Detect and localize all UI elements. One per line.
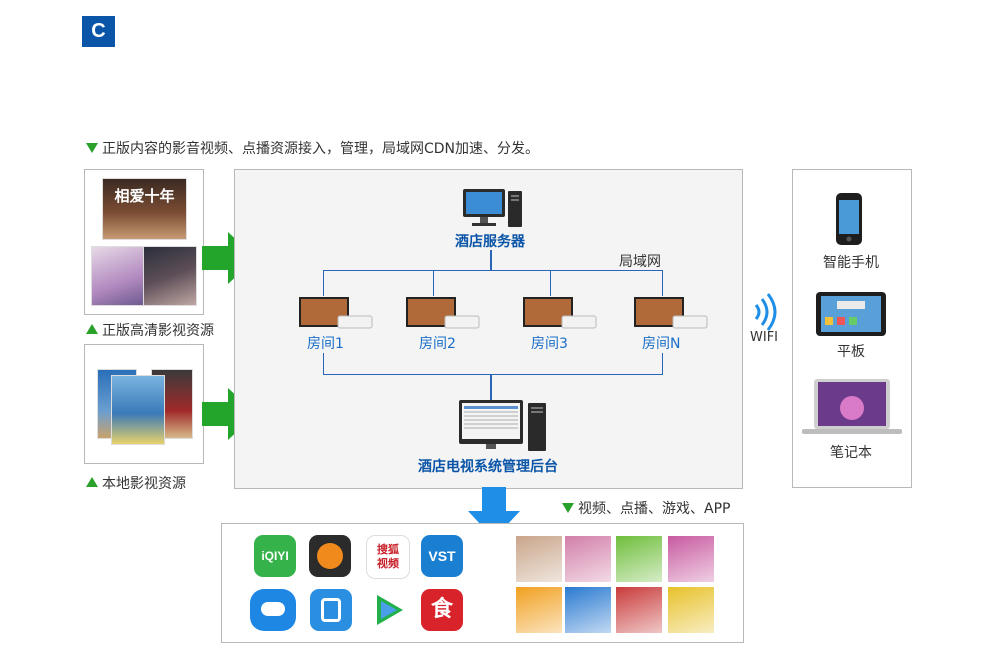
local-resources-caption: 本地影视资源 (86, 473, 186, 493)
tencent-video-app-icon (367, 589, 409, 631)
room-label: 房间1 (307, 336, 344, 352)
content-thumbnail (668, 587, 714, 633)
smile-face-icon (317, 543, 343, 569)
services-box (221, 523, 744, 643)
local-resources-box (84, 344, 204, 464)
room-label: 房间2 (419, 336, 456, 352)
backend-label: 酒店电视系统管理后台 (418, 459, 558, 475)
device-label: 智能手机 (823, 255, 879, 271)
services-text: 视频、点播、游戏、APP (578, 501, 731, 517)
hd-resources-caption: 正版高清影视资源 (86, 320, 214, 340)
top-caption: 正版内容的影音视频、点播资源接入，管理，局域网CDN加速、分发。 (86, 138, 539, 158)
top-caption-text: 正版内容的影音视频、点播资源接入，管理，局域网CDN加速、分发。 (102, 141, 540, 157)
poster-image: 相爱十年 (102, 178, 187, 240)
iqiyi-app-icon: iQIYI (254, 535, 296, 577)
wifi-label: WIFI (750, 330, 778, 345)
vst-app-icon: VST (421, 535, 463, 577)
content-thumbnail (668, 536, 714, 582)
server-label: 酒店服务器 (455, 234, 525, 250)
section-badge: C (82, 16, 115, 47)
services-caption: 视频、点播、游戏、APP (562, 498, 730, 518)
cloud-app-icon (250, 589, 296, 631)
server-computer-icon (463, 189, 522, 227)
device-label: 平板 (837, 344, 865, 360)
connector-line (323, 270, 324, 296)
content-thumbnail (516, 587, 562, 633)
smile-app-icon (309, 535, 351, 577)
poster-title: 相爱十年 (114, 187, 175, 205)
app-icon-text: iQIYI (261, 549, 289, 563)
lan-label: 局域网 (619, 254, 661, 270)
smartphone-icon (836, 193, 862, 245)
poster-image (143, 246, 197, 306)
laptop-icon (802, 379, 902, 434)
triangle-down-icon (86, 143, 98, 153)
backend-bus-line (323, 374, 663, 375)
tv-set-top-box-icon (406, 297, 480, 329)
poster-image (91, 246, 145, 306)
play-p-icon (321, 598, 341, 622)
tv-set-top-box-icon (523, 297, 597, 329)
sohu-video-app-icon: 搜狐视频 (366, 535, 410, 579)
arrow-down-icon (468, 487, 520, 539)
lan-bus-line (323, 270, 663, 271)
app-icon-text: 食 (430, 597, 453, 622)
hd-resources-box: 相爱十年 (84, 169, 204, 315)
content-thumbnail (565, 536, 611, 582)
content-thumbnail (565, 587, 611, 633)
connector-line (490, 250, 492, 270)
backend-computer-icon (459, 400, 546, 451)
room-label: 房间N (642, 336, 681, 352)
triangle-up-icon (86, 324, 98, 334)
hd-resources-text: 正版高清影视资源 (102, 323, 214, 339)
play-icon (377, 595, 403, 625)
connector-line (550, 270, 551, 296)
wifi-icon (754, 293, 777, 331)
arrow-right-icon (202, 232, 256, 284)
content-thumbnail (616, 536, 662, 582)
connector-line (433, 270, 434, 296)
connector-line (662, 270, 663, 296)
local-resources-text: 本地影视资源 (102, 476, 186, 492)
arrow-right-icon (202, 388, 256, 440)
connector-line (323, 353, 324, 374)
tablet-icon (816, 292, 886, 336)
triangle-up-icon (86, 477, 98, 487)
triangle-down-icon (562, 503, 574, 513)
app-icon-text: VST (428, 548, 456, 564)
connector-line (490, 374, 492, 400)
connector-line (662, 353, 663, 374)
content-thumbnail (616, 587, 662, 633)
room-label: 房间3 (531, 336, 568, 352)
food-app-icon: 食 (421, 589, 463, 631)
pptv-app-icon (310, 589, 352, 631)
content-thumbnail (516, 536, 562, 582)
cloud-icon (261, 602, 285, 616)
tv-set-top-box-icon (634, 297, 708, 329)
poster-image (111, 375, 165, 445)
tv-set-top-box-icon (299, 297, 373, 329)
device-label: 笔记本 (830, 445, 872, 461)
app-icon-text: 搜狐视频 (377, 543, 399, 570)
